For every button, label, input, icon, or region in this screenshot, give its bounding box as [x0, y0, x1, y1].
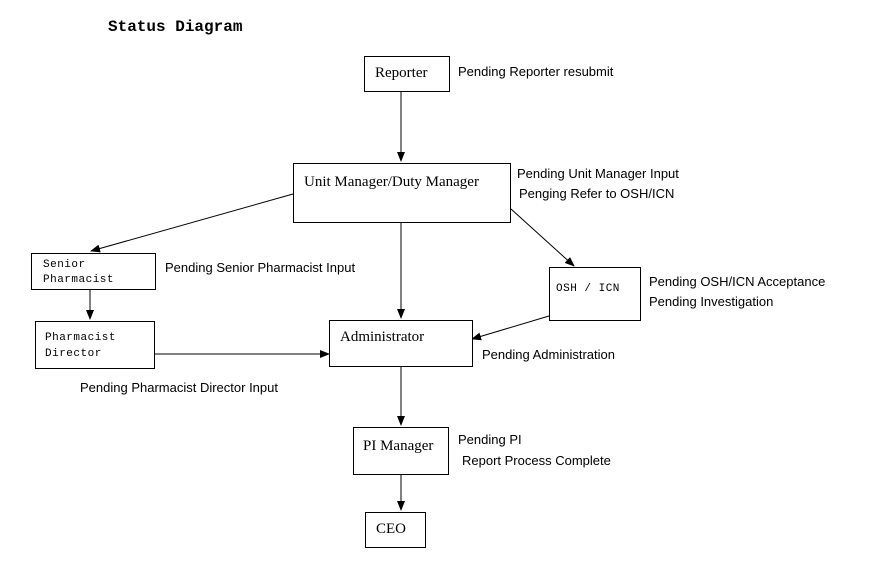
node-pi-manager: PI Manager: [353, 427, 449, 475]
node-unit-manager: Unit Manager/Duty Manager: [293, 163, 511, 223]
status-senior-pharmacist: Pending Senior Pharmacist Input: [165, 260, 356, 275]
status-report-complete: Report Process Complete: [462, 453, 611, 468]
node-senior-pharmacist-line1: Senior: [43, 259, 86, 271]
status-administration: Pending Administration: [482, 347, 615, 362]
edge-unit-manager-to-senior-pharmacist: [90, 193, 294, 253]
status-pending-pi: Pending PI: [458, 432, 522, 447]
edge-unit-manager-to-osh-icn: [510, 208, 575, 267]
node-senior-pharmacist-line2: Pharmacist: [43, 274, 115, 286]
node-osh-icn: OSH / ICN: [549, 267, 641, 321]
status-osh-icn-acceptance: Pending OSH/ICN Acceptance: [649, 274, 826, 289]
node-senior-pharmacist: Senior Pharmacist: [31, 253, 156, 290]
status-pharmacist-director: Pending Pharmacist Director Input: [80, 380, 278, 395]
node-administrator: Administrator: [329, 320, 473, 367]
node-ceo-label: CEO: [376, 521, 406, 537]
node-unit-manager-label: Unit Manager/Duty Manager: [304, 174, 479, 190]
node-reporter-label: Reporter: [375, 65, 428, 81]
node-ceo: CEO: [365, 512, 426, 548]
node-administrator-label: Administrator: [340, 329, 425, 345]
node-pharmacist-director: Pharmacist Director: [35, 321, 155, 369]
diagram-title: Status Diagram: [108, 18, 243, 36]
node-pharmacist-director-line2: Director: [45, 348, 102, 360]
node-pharmacist-director-line1: Pharmacist: [45, 332, 117, 344]
status-refer-osh-icn: Penging Refer to OSH/ICN: [519, 186, 675, 201]
node-pi-manager-label: PI Manager: [363, 438, 434, 454]
status-reporter: Pending Reporter resubmit: [458, 64, 614, 79]
edge-osh-icn-to-administrator: [471, 315, 550, 341]
status-unit-manager-input: Pending Unit Manager Input: [517, 166, 679, 181]
node-reporter: Reporter: [364, 56, 450, 92]
status-investigation: Pending Investigation: [649, 294, 774, 309]
node-osh-icn-label: OSH / ICN: [556, 283, 620, 295]
